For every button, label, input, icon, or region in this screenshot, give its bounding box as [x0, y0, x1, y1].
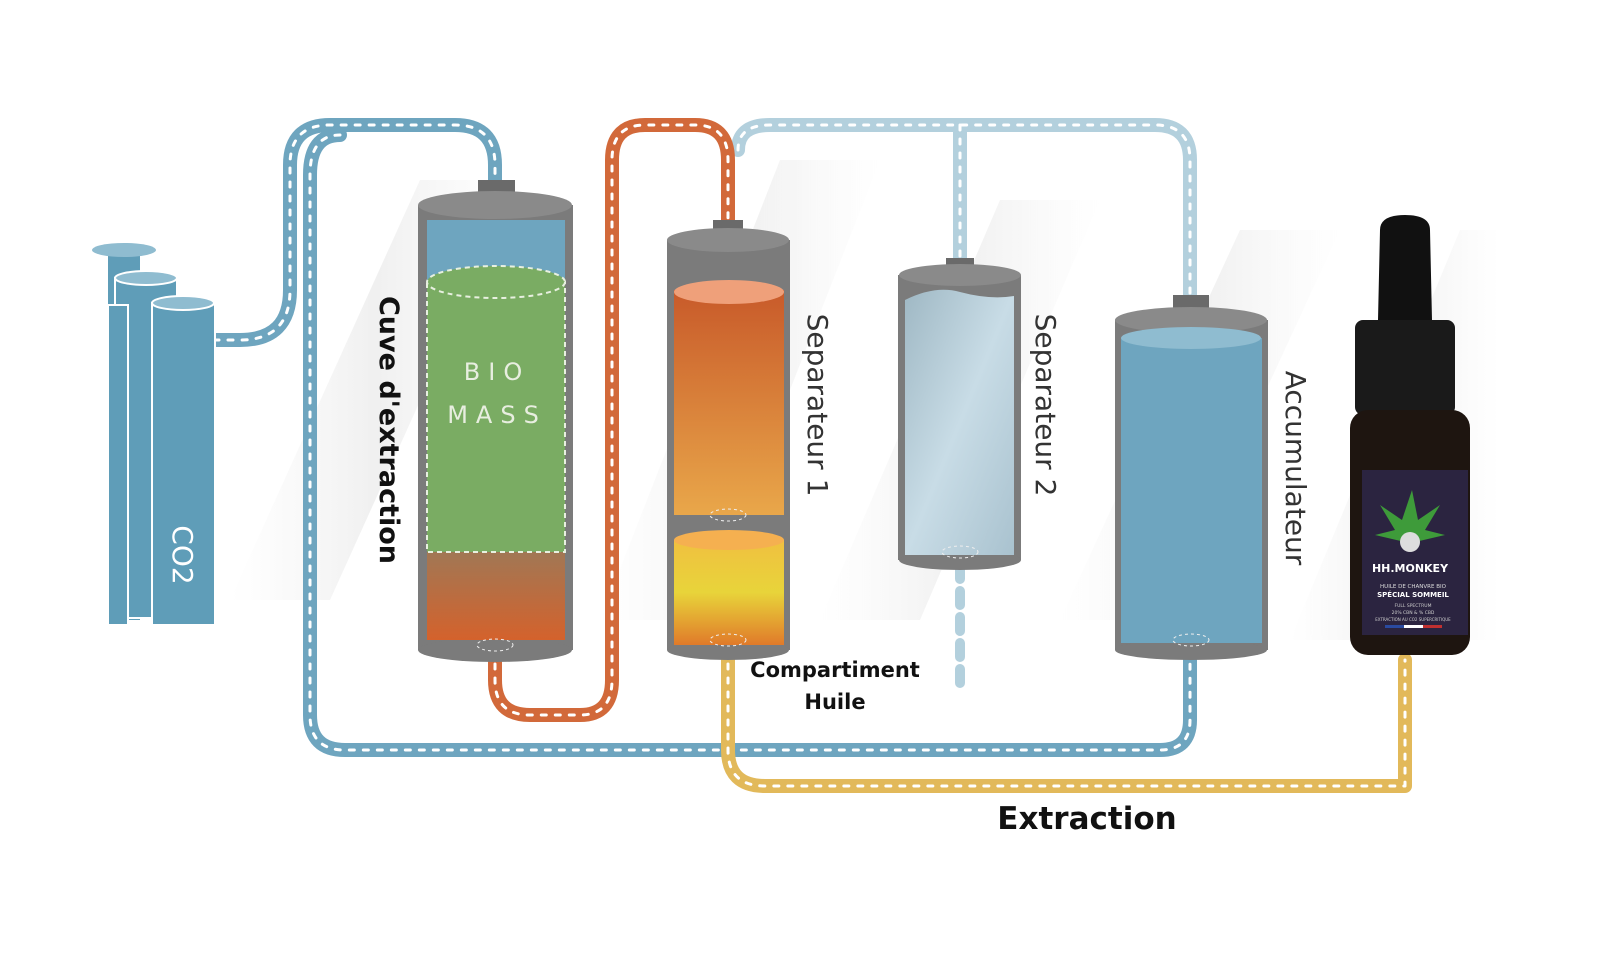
biomass-label-line2: MASS	[447, 401, 547, 429]
cuve-extraction-label: Cuve d'extraction	[373, 296, 404, 564]
accumulateur-label: Accumulateur	[1279, 371, 1312, 566]
biomass-label-line1: BIO	[464, 358, 530, 386]
compartiment-huile-label-line2: Huile	[804, 690, 865, 714]
compartiment-huile-label-line1: Compartiment	[750, 658, 920, 682]
cuve-extraction-vessel	[418, 180, 573, 662]
cbd-oil-bottle	[1350, 215, 1470, 655]
pipe-co2-blue	[193, 118, 502, 347]
pipe-return-blue	[303, 128, 1197, 757]
separateur-1-label: Separateur 1	[801, 314, 834, 497]
bottle-line1: HUILE DE CHANVRE BIO	[1380, 584, 1447, 590]
bottle-line4: 20% CBN & % CBD	[1392, 610, 1435, 616]
pipe-light-blue	[731, 118, 1197, 695]
accumulateur-vessel	[1115, 295, 1268, 660]
extraction-label: Extraction	[997, 801, 1176, 837]
bottle-line5: EXTRACTION AU CO2 SUPERCRITIQUE	[1375, 617, 1451, 622]
co2-cylinders	[92, 243, 216, 626]
separateur-2-vessel	[898, 258, 1021, 570]
separateur-1-vessel	[667, 220, 790, 660]
pipe-orange	[488, 118, 735, 722]
bottle-brand: HH.MONKEY	[1372, 562, 1449, 575]
co2-label: CO2	[166, 525, 199, 584]
separateur-2-label: Separateur 2	[1029, 314, 1062, 497]
pipe-yellow-extraction	[721, 643, 1412, 793]
bottle-line2: SPÉCIAL SOMMEIL	[1377, 590, 1449, 599]
cannabis-leaf-icon	[1375, 490, 1445, 542]
french-flag-stripe	[1385, 625, 1442, 628]
bottle-line3: FULL SPECTRUM	[1395, 603, 1432, 609]
